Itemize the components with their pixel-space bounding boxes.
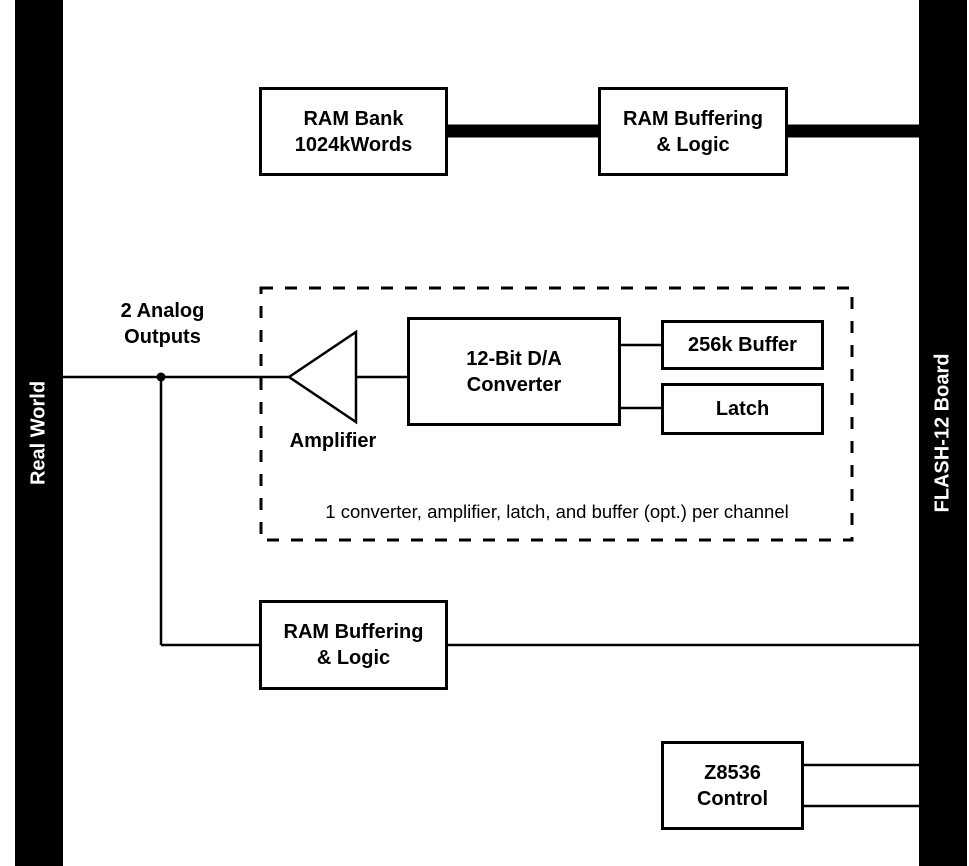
ram-bank-block: RAM Bank 1024kWords: [259, 87, 448, 176]
ram-buffering-bottom-line1: RAM Buffering: [283, 621, 424, 643]
analog-outputs-label: 2 Analog Outputs: [100, 298, 225, 350]
amplifier-label: Amplifier: [289, 430, 377, 452]
flash-board-label: FLASH-12 Board: [931, 353, 954, 513]
buffer-block: 256k Buffer: [661, 320, 824, 370]
ram-buffering-bottom-block: RAM Buffering & Logic: [259, 600, 448, 690]
buffer-label: 256k Buffer: [688, 334, 797, 356]
flash-board-bar: FLASH-12 Board: [919, 0, 967, 866]
channel-note: 1 converter, amplifier, latch, and buffe…: [325, 501, 789, 522]
latch-block: Latch: [661, 383, 824, 435]
ram-bank-line1: RAM Bank: [303, 107, 404, 130]
ram-buffering-top-line1: RAM Buffering: [623, 107, 763, 130]
dac-line1: 12-Bit D/A: [466, 347, 562, 370]
latch-label: Latch: [715, 398, 770, 420]
ram-buffering-top-block: RAM Buffering & Logic: [598, 87, 788, 176]
amplifier-symbol: [286, 329, 358, 425]
dac-block: 12-Bit D/A Converter: [407, 317, 621, 426]
ram-bank-line2: 1024kWords: [294, 133, 413, 156]
analog-outputs-line1: 2 Analog: [120, 300, 205, 322]
z8536-line1: Z8536: [704, 761, 761, 784]
z8536-control-block: Z8536 Control: [661, 741, 804, 830]
real-world-label: Real World: [27, 380, 50, 486]
ram-buffering-top-line2: & Logic: [656, 133, 730, 156]
ram-buffering-bottom-line2: & Logic: [316, 647, 391, 669]
analog-outputs-line2: Outputs: [124, 326, 201, 348]
channel-group-outline: [259, 286, 854, 542]
real-world-bar: Real World: [15, 0, 63, 866]
dac-line2: Converter: [466, 373, 562, 396]
z8536-line2: Control: [696, 787, 769, 810]
